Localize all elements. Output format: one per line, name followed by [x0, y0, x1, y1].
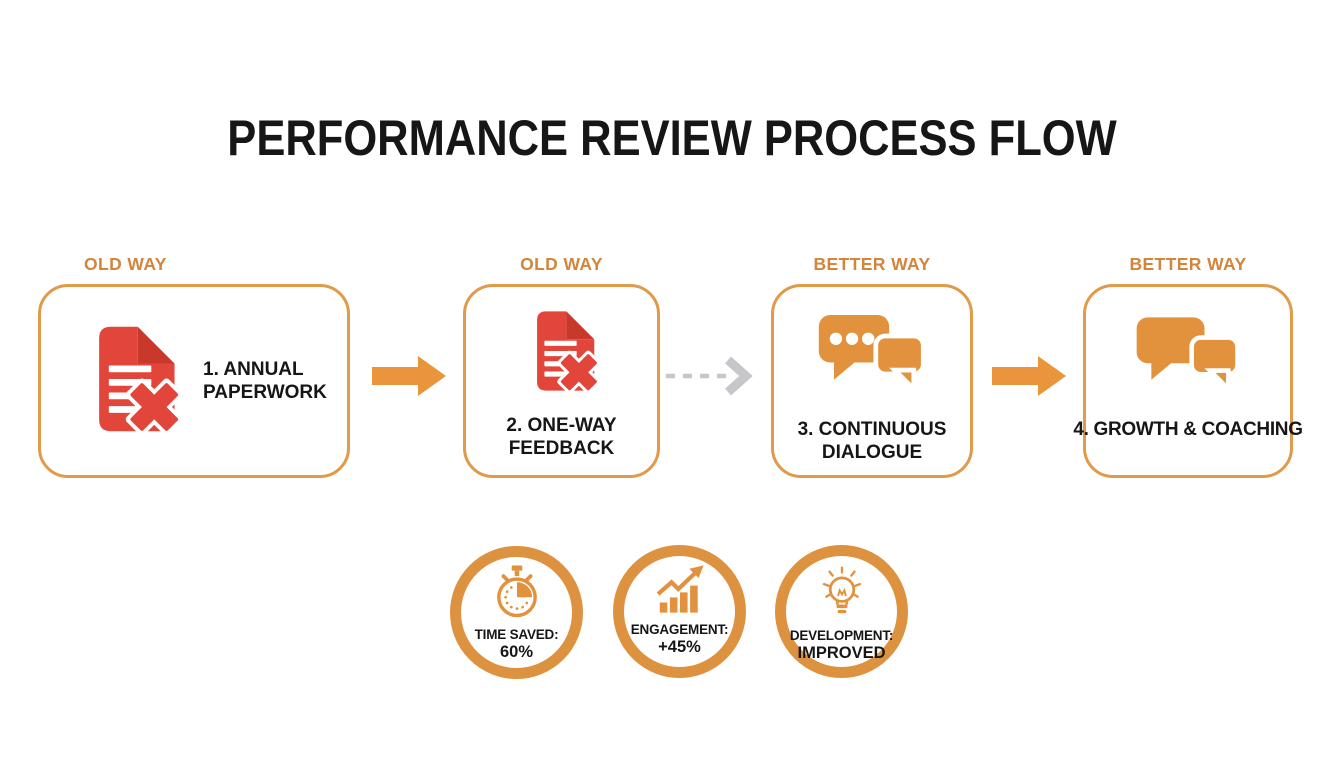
- metric-value: +45%: [658, 638, 701, 656]
- step-growth-coaching: BETTER WAY 4. GROWTH & COACHING: [1073, 254, 1303, 478]
- step-label: 3. CONTINUOUS DIALOGUE: [797, 419, 947, 463]
- step-category-label: OLD WAY: [84, 254, 167, 274]
- step-box: 3. CONTINUOUS DIALOGUE: [771, 284, 973, 478]
- metric-label: TIME SAVED:: [474, 627, 559, 642]
- page-title: PERFORMANCE REVIEW PROCESS FLOW: [227, 110, 1117, 166]
- bar-chart-icon: [653, 563, 707, 620]
- metric-badge-development: DEVELOPMENT: IMPROVED: [775, 545, 908, 678]
- flow-arrow-dashed: [664, 352, 760, 405]
- stopwatch-icon: [492, 564, 542, 625]
- step-box: 2. ONE-WAY FEEDBACK: [463, 284, 660, 478]
- step-continuous-dialogue: BETTER WAY 3. CONTINUOUS DIALOGUE: [771, 254, 973, 478]
- metric-value: IMPROVED: [797, 644, 886, 662]
- document-x-icon: [83, 321, 183, 442]
- step-label: 4. GROWTH & COACHING: [1073, 419, 1303, 440]
- metric-label: ENGAGEMENT:: [630, 622, 729, 637]
- flow-arrow-solid: [372, 352, 446, 405]
- step-box: 4. GROWTH & COACHING: [1073, 284, 1303, 478]
- chat-bubbles-icon: [1133, 313, 1243, 402]
- metric-badge-time-saved: TIME SAVED: 60%: [450, 546, 583, 679]
- document-x-icon: [525, 307, 600, 400]
- step-category-label: OLD WAY: [520, 254, 603, 274]
- step-annual-paperwork: OLD WAY: [38, 254, 350, 478]
- metric-badge-engagement: ENGAGEMENT: +45%: [613, 545, 746, 678]
- step-category-label: BETTER WAY: [813, 254, 931, 274]
- metric-value: 60%: [499, 643, 534, 661]
- step-box: 1. ANNUAL PAPERWORK: [38, 284, 350, 478]
- step-label: 2. ONE-WAY FEEDBACK: [506, 415, 617, 459]
- step-one-way-feedback: OLD WAY: [463, 254, 660, 478]
- chat-bubbles-dots-icon: [815, 311, 929, 402]
- metric-label: DEVELOPMENT:: [789, 628, 894, 643]
- step-label: 1. ANNUAL PAPERWORK: [203, 359, 327, 403]
- step-category-label: BETTER WAY: [1129, 254, 1247, 274]
- flow-arrow-solid: [992, 352, 1066, 405]
- lightbulb-icon: [816, 563, 868, 626]
